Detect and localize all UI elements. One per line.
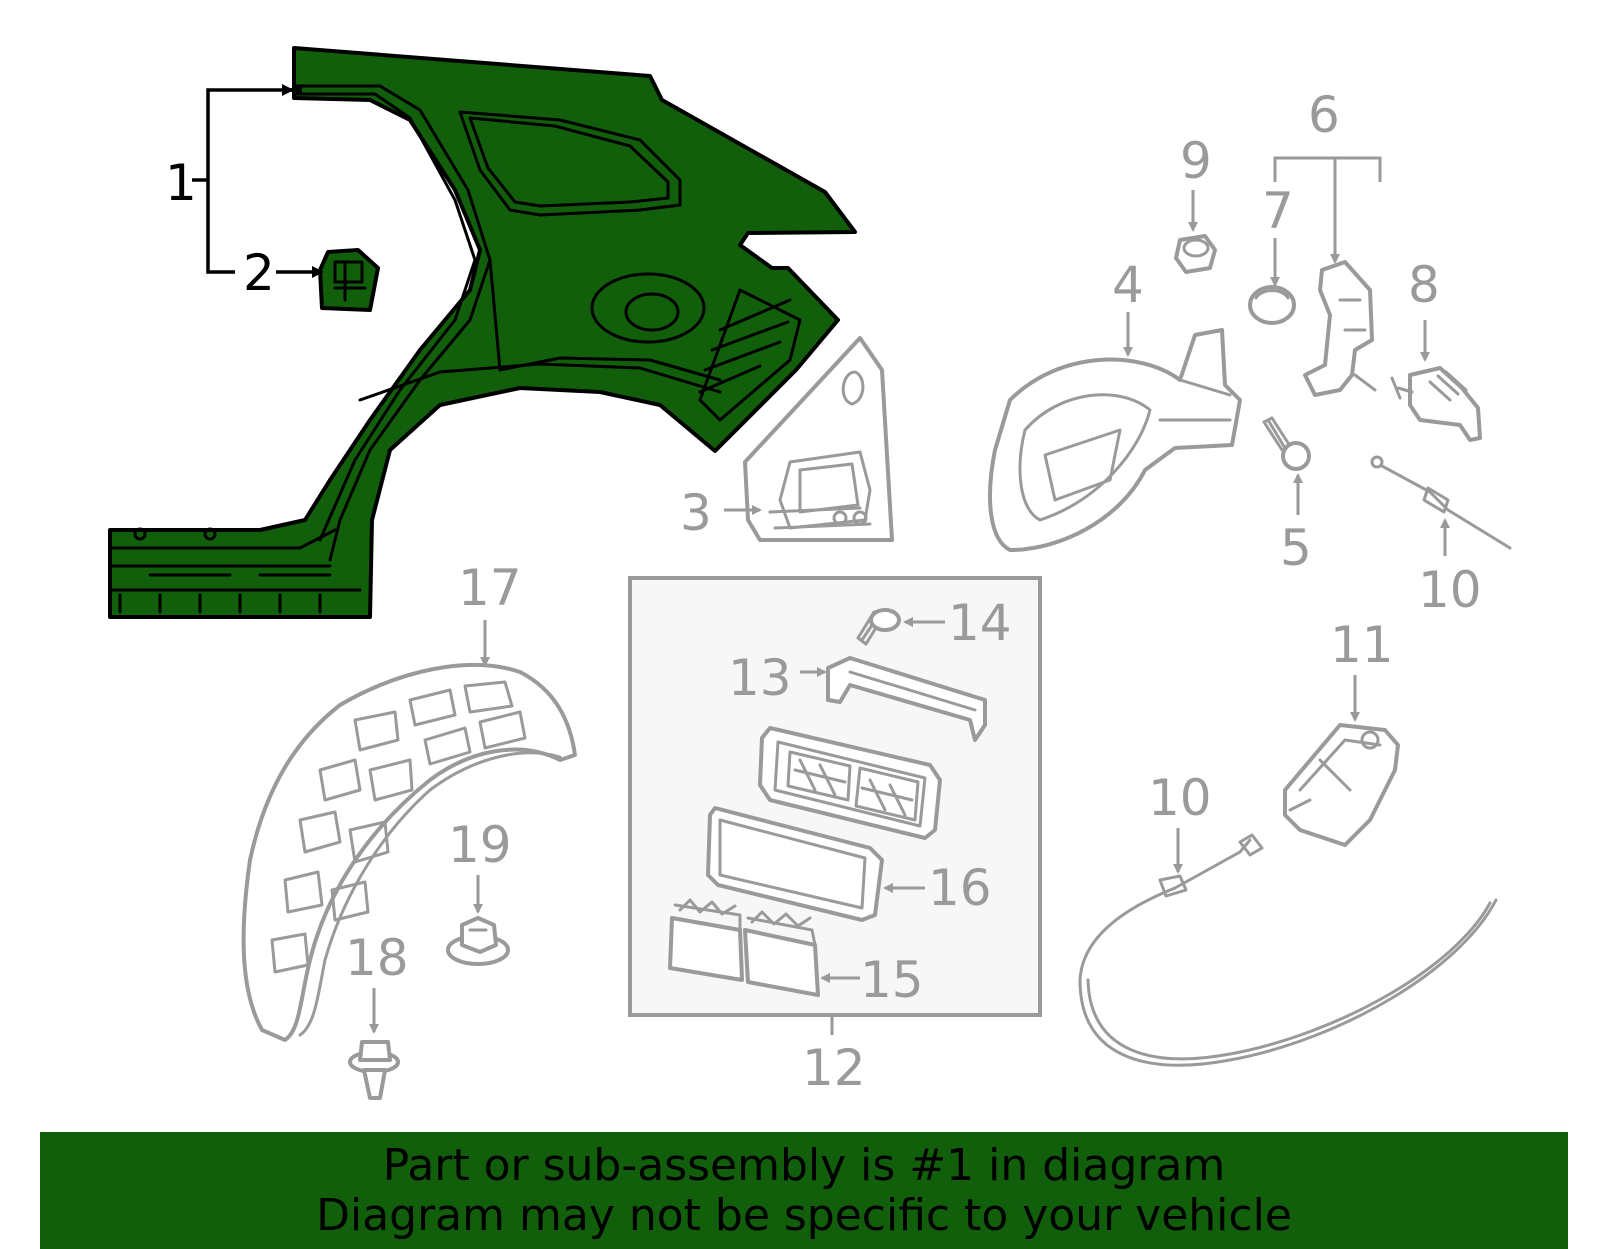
vent-grille[interactable] bbox=[758, 726, 942, 840]
nut-part-9[interactable]: 9 bbox=[1174, 132, 1217, 274]
fuel-door-housing-part-4[interactable]: 4 bbox=[988, 256, 1242, 552]
flange-nut-part-19[interactable]: 19 bbox=[446, 816, 512, 966]
release-cable-part-10-lower[interactable]: 10 bbox=[1078, 769, 1498, 1067]
callout-5: 5 bbox=[1280, 519, 1312, 577]
callout-7: 7 bbox=[1262, 182, 1294, 240]
latch-part-11[interactable]: 11 bbox=[1283, 616, 1400, 847]
callout-13: 13 bbox=[728, 649, 792, 707]
hinge-part-6[interactable]: 6 bbox=[1273, 86, 1382, 397]
callout-15: 15 bbox=[860, 951, 924, 1009]
push-clip-part-18[interactable]: 18 bbox=[345, 929, 409, 1100]
bracket-part-13[interactable]: 13 bbox=[728, 649, 987, 742]
callout-6: 6 bbox=[1308, 86, 1340, 144]
callout-16: 16 bbox=[928, 859, 992, 917]
callout-10-lower: 10 bbox=[1148, 769, 1212, 827]
seal-part-16[interactable]: 16 bbox=[706, 806, 992, 922]
info-banner: Part or sub-assembly is #1 in diagram Di… bbox=[40, 1132, 1568, 1249]
inner-panel-part-3[interactable]: 3 bbox=[680, 336, 894, 542]
callout-17: 17 bbox=[458, 559, 522, 617]
banner-line-1: Part or sub-assembly is #1 in diagram bbox=[382, 1139, 1226, 1191]
callout-12: 12 bbox=[802, 1039, 866, 1097]
callout-1: 1 bbox=[165, 154, 197, 212]
callout-9: 9 bbox=[1180, 132, 1212, 190]
callout-8: 8 bbox=[1408, 256, 1440, 314]
callout-10-upper: 10 bbox=[1418, 561, 1482, 619]
callout-14: 14 bbox=[948, 594, 1012, 652]
vent-assembly-part-12[interactable]: 12 14 13 16 bbox=[628, 576, 1042, 1097]
flaps-part-15[interactable]: 15 bbox=[668, 898, 924, 1009]
callout-4: 4 bbox=[1112, 256, 1144, 314]
wheel-liner-part-17[interactable]: 17 bbox=[241, 559, 577, 1042]
screw-part-5[interactable]: 5 bbox=[1262, 416, 1312, 577]
callout-11: 11 bbox=[1330, 616, 1394, 674]
screw-part-14[interactable]: 14 bbox=[856, 594, 1012, 652]
bracket-part-2[interactable] bbox=[318, 248, 380, 312]
bumper-part-7[interactable]: 7 bbox=[1248, 182, 1296, 325]
quarter-panel-part-1[interactable] bbox=[108, 46, 857, 619]
callout-1-group: 1 2 bbox=[165, 84, 324, 302]
release-cable-part-10-upper[interactable]: 10 bbox=[1370, 455, 1512, 619]
callout-3: 3 bbox=[680, 484, 712, 542]
callout-18: 18 bbox=[345, 929, 409, 987]
callout-19: 19 bbox=[448, 816, 512, 874]
banner-line-2: Diagram may not be specific to your vehi… bbox=[316, 1189, 1292, 1241]
actuator-part-8[interactable]: 8 bbox=[1390, 256, 1482, 442]
callout-2: 2 bbox=[243, 244, 275, 302]
